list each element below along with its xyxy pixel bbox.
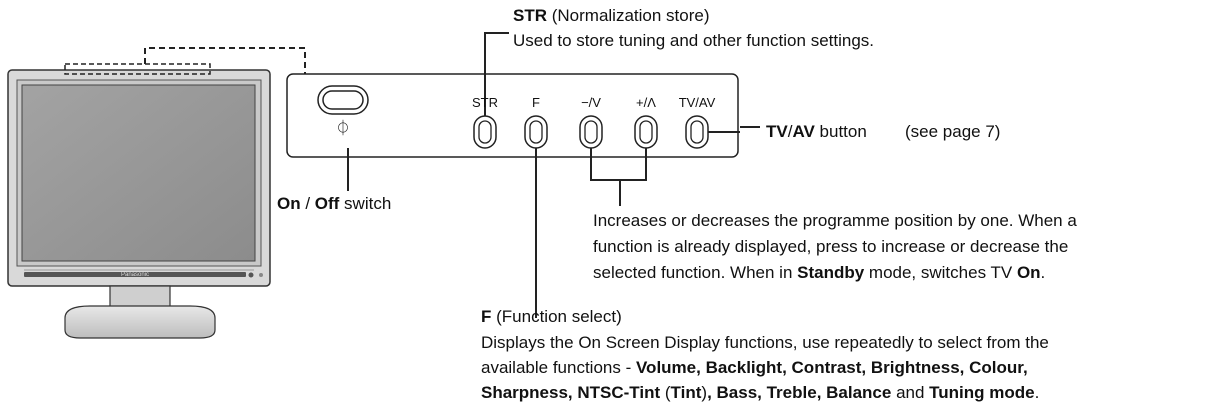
str-button-label: STR <box>472 95 498 110</box>
str-callout-desc: Used to store tuning and other function … <box>513 31 875 50</box>
callout-leaders <box>347 32 760 318</box>
f-line-3: Sharpness, NTSC-Tint (Tint), Bass, Trebl… <box>481 382 1039 404</box>
panel-leader-dashed <box>144 47 306 74</box>
tv-power-led <box>248 272 254 278</box>
tv-stand-base <box>64 305 216 339</box>
control-panel: ⏀ <box>286 73 739 158</box>
f-title-rest: (Function select) <box>491 307 622 326</box>
f-callout-title: F (Function select) <box>481 306 622 328</box>
plus-button[interactable]: +/Λ <box>634 95 658 149</box>
f-l2-bold: Volume, Backlight, Contrast, Brightness,… <box>635 358 1028 377</box>
f-button[interactable]: F <box>524 95 548 149</box>
f-l2-pre: available functions - <box>481 358 636 377</box>
f-l3-mid2: ) <box>701 383 708 402</box>
power-on: On <box>277 194 301 213</box>
tv-brand-label: Panasonic <box>121 272 149 278</box>
f-l3-mid: ( <box>660 383 671 402</box>
minus-button-label: −/V <box>581 95 601 110</box>
str-title: STR <box>513 6 547 25</box>
updown-l3-mid: mode, switches TV <box>864 263 1017 282</box>
f-l3-tint: Tint <box>670 383 702 402</box>
control-location-indicator <box>64 63 211 75</box>
power-switch-inner <box>322 90 364 110</box>
f-line-1: Displays the On Screen Display functions… <box>481 333 1049 352</box>
plus-button-label: +/Λ <box>636 95 656 110</box>
str-callout-title: STR (Normalization store) <box>513 5 710 27</box>
tvav-button[interactable]: TV/AV <box>679 95 716 149</box>
f-l3-end: . <box>1034 383 1040 402</box>
updown-on: On <box>1016 263 1041 282</box>
minus-button[interactable]: −/V <box>579 95 603 149</box>
tvav-page-ref: (see page 7) <box>905 122 1001 141</box>
f-l3-bold: Sharpness, NTSC-Tint <box>481 383 661 402</box>
tv-speaker-strip <box>24 272 246 277</box>
power-callout: On / Off switch <box>277 193 391 215</box>
power-icon: ⏀ <box>335 119 350 137</box>
tvav-button-label: TV/AV <box>679 95 716 110</box>
panel-buttons: STR F −/V +/Λ TV/AV <box>472 95 716 149</box>
tvav-rest: button <box>814 122 867 141</box>
power-off: Off <box>314 194 340 213</box>
tv-illustration: Panasonic <box>7 63 271 339</box>
str-title-rest: (Normalization store) <box>547 6 710 25</box>
f-l3-and: and <box>891 383 930 402</box>
updown-standby: Standby <box>797 263 865 282</box>
updown-l3-pre: selected function. When in <box>593 263 798 282</box>
f-line-2: available functions - Volume, Backlight,… <box>481 357 1028 379</box>
tvav-b1: TV <box>766 122 788 141</box>
f-l3-bold3: , Bass, Treble, Balance <box>707 383 892 402</box>
f-l3-tuning: Tuning mode <box>929 383 1035 402</box>
power-sep: / <box>300 194 315 213</box>
power-rest: switch <box>339 194 392 213</box>
updown-l3-end: . <box>1040 263 1046 282</box>
updown-line-2: function is already displayed, press to … <box>593 237 1069 256</box>
str-leader <box>484 32 509 117</box>
tvav-callout: TV/AV button <box>766 121 867 143</box>
str-button[interactable]: STR <box>472 95 498 149</box>
f-button-label: F <box>532 95 540 110</box>
control-panel-outline <box>286 73 739 158</box>
tv-screen <box>21 84 256 262</box>
updown-line-1: Increases or decreases the programme pos… <box>593 211 1077 230</box>
updown-line-3: selected function. When in Standby mode,… <box>593 262 1045 284</box>
tvav-slash: / <box>787 122 793 141</box>
tvav-b2: AV <box>792 122 815 141</box>
updown-bracket <box>590 148 647 181</box>
tv-sensor <box>259 273 263 277</box>
f-title: F <box>481 307 492 326</box>
